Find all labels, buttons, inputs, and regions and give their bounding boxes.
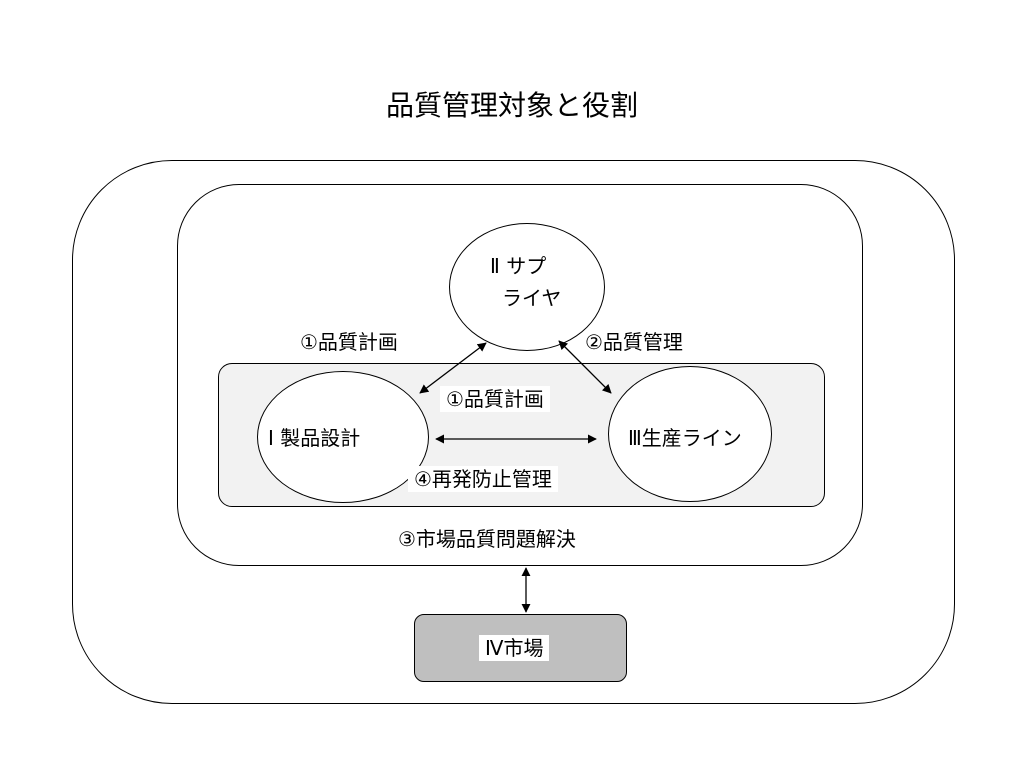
production-line-node	[608, 366, 772, 502]
market-label: Ⅳ市場	[479, 635, 550, 661]
product-design-label: Ⅰ 製品設計	[268, 426, 361, 450]
arrow-supplier-line	[558, 340, 612, 394]
middle-boundary	[177, 184, 863, 566]
diagram-title: 品質管理対象と役割	[385, 89, 638, 122]
supplier-label-line2: ライヤ	[502, 286, 562, 310]
role-field-quality-resolution: ③市場品質問題解決	[398, 527, 576, 551]
product-design-node	[257, 371, 429, 503]
role-quality-planning-inner: ①品質計画	[440, 386, 550, 412]
supplier-node	[449, 223, 605, 351]
production-line-label: Ⅲ生産ライン	[628, 426, 742, 450]
role-quality-planning-outer: ①品質計画	[300, 330, 398, 354]
role-recurrence-prevention: ④再発防止管理	[408, 466, 558, 492]
arrow-design-supplier	[419, 342, 487, 394]
supplier-label-line1: Ⅱ サプ	[490, 254, 547, 278]
role-quality-management: ②品質管理	[585, 330, 683, 354]
outer-boundary	[72, 160, 955, 704]
